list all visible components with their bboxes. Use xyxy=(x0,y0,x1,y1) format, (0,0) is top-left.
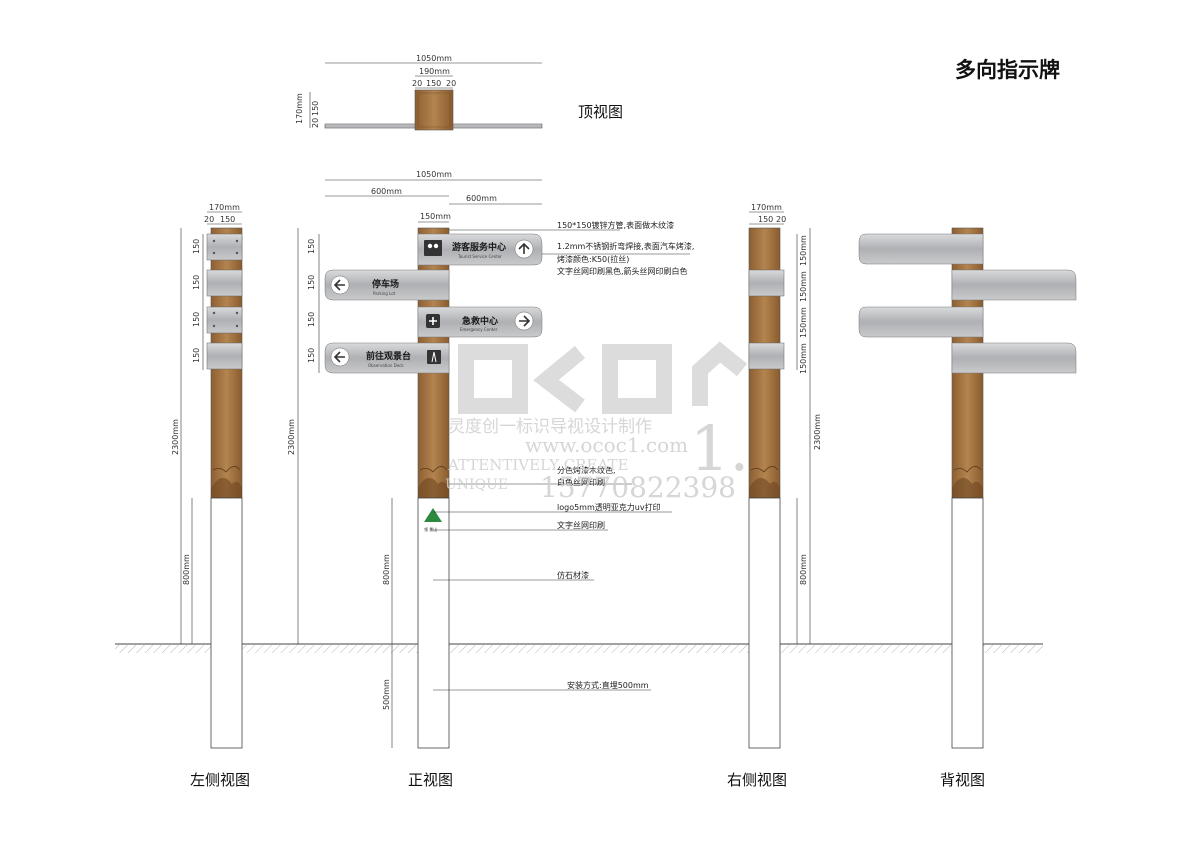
left-dim-h3: 150 xyxy=(192,312,201,327)
sign3-en: Emergency Center xyxy=(460,327,498,332)
front-dim-600b: 600mm xyxy=(466,194,497,203)
back-view: 背视图 xyxy=(858,227,1077,789)
front-dim-600a: 600mm xyxy=(371,187,402,196)
watermark-line5: 15770822398 xyxy=(540,471,736,504)
sign2-cn: 停车场 xyxy=(372,278,399,290)
watermark-line2: www.ococ1.com xyxy=(525,433,688,457)
back-view-label: 背视图 xyxy=(940,771,985,789)
note-panel2: 烤漆颜色:K50(拉丝) xyxy=(557,254,629,264)
left-dim-800: 800mm xyxy=(182,554,191,585)
front-dim-h4: 150 xyxy=(307,348,316,363)
left-side-view: 170mm 20 150 150 150 150 150 2300mm 800m… xyxy=(171,203,250,789)
right-dim-h1: 150mm xyxy=(799,235,808,266)
right-dim-h2: 150mm xyxy=(799,271,808,302)
right-dim-20: 20 xyxy=(776,215,786,224)
right-dim-h3: 150mm xyxy=(799,307,808,338)
note-install: 安装方式:直埋500mm xyxy=(567,680,649,690)
watermark-line3: ATTENTIVELY CREATE xyxy=(447,456,628,474)
top-dim-20a: 20 xyxy=(412,79,422,88)
left-view-label: 左侧视图 xyxy=(190,771,250,789)
front-dim-150: 150mm xyxy=(420,212,451,221)
logo-icon xyxy=(424,508,442,522)
sign4-en: Observation Deck xyxy=(368,363,404,368)
note-stone: 仿石材漆 xyxy=(557,570,589,580)
watermark-big: 1. xyxy=(690,412,749,485)
sign1-en: Tourist Service Center xyxy=(457,254,502,259)
watermark-line1: 灵度创一标识导视设计制作 xyxy=(448,417,652,437)
note-panel1: 1.2mm不锈钢折弯焊接,表面汽车烤漆, xyxy=(557,241,694,251)
front-dim-500: 500mm xyxy=(382,679,391,710)
drawing-title: 多向指示牌 xyxy=(955,58,1060,82)
front-dim-h2: 150 xyxy=(307,275,316,290)
right-dim-h4: 150mm xyxy=(799,343,808,374)
left-dim-150: 150 xyxy=(220,215,235,224)
front-dim-h1: 150 xyxy=(307,239,316,254)
note-text: 文字丝网印刷 xyxy=(557,520,605,530)
left-dim-h4: 150 xyxy=(192,348,201,363)
front-view: 游客服务中心 Tourist Service Center 停车场 Parkin… xyxy=(287,170,694,789)
right-dim-150: 150 xyxy=(758,215,773,224)
left-dim-2300: 2300mm xyxy=(171,419,180,455)
front-dim-800: 800mm xyxy=(382,554,391,585)
note-post: 150*150镀锌方管,表面做木纹漆 xyxy=(557,220,674,230)
note-logo: logo5mm透明亚克力uv打印 xyxy=(557,502,661,512)
watermark: 灵度创一标识导视设计制作 www.ococ1.com ATTENTIVELY C… xyxy=(445,341,749,504)
right-dim-800: 800mm xyxy=(799,554,808,585)
top-view: 1050mm 190mm 20 150 20 170mm 20 150 顶视图 xyxy=(295,54,623,131)
left-dim-h2: 150 xyxy=(192,275,201,290)
front-dim-2300: 2300mm xyxy=(287,419,296,455)
front-dim-h3: 150 xyxy=(307,312,316,327)
front-view-label: 正视图 xyxy=(408,771,453,789)
left-dim-170: 170mm xyxy=(209,203,240,212)
right-dim-2300: 2300mm xyxy=(813,414,822,450)
note-panel3: 文字丝网印刷黑色,箭头丝网印刷白色 xyxy=(557,266,688,276)
note-wood2: 白色丝网印刷 xyxy=(557,477,605,487)
sign3-cn: 急救中心 xyxy=(462,315,498,327)
top-dim-190: 190mm xyxy=(419,67,450,76)
logo-caption: 领 景山 xyxy=(424,526,437,532)
left-dim-20: 20 xyxy=(204,215,214,224)
ground-line xyxy=(115,643,1043,653)
top-dim-1050: 1050mm xyxy=(416,54,452,63)
right-view-label: 右侧视图 xyxy=(727,771,787,789)
sign1-cn: 游客服务中心 xyxy=(452,241,506,253)
top-dim-20-v: 20 xyxy=(311,118,320,128)
top-dim-170: 170mm xyxy=(295,93,304,124)
top-dim-150: 150 xyxy=(426,79,441,88)
right-side-view: 170mm 150 20 150mm 150mm 150mm 150mm 230… xyxy=(727,203,822,789)
top-view-label: 顶视图 xyxy=(578,103,623,121)
top-dim-150-v: 150 xyxy=(311,101,320,116)
note-wood1: 分色烤漆木纹色, xyxy=(557,465,616,475)
top-dim-20b: 20 xyxy=(446,79,456,88)
right-dim-170: 170mm xyxy=(751,203,782,212)
sign2-en: Parking Lot xyxy=(373,291,396,296)
watermark-line4: UNIQUE xyxy=(445,477,508,493)
left-dim-h1: 150 xyxy=(192,239,201,254)
sign4-cn: 前往观景台 xyxy=(366,350,411,362)
front-dim-1050: 1050mm xyxy=(416,170,452,179)
